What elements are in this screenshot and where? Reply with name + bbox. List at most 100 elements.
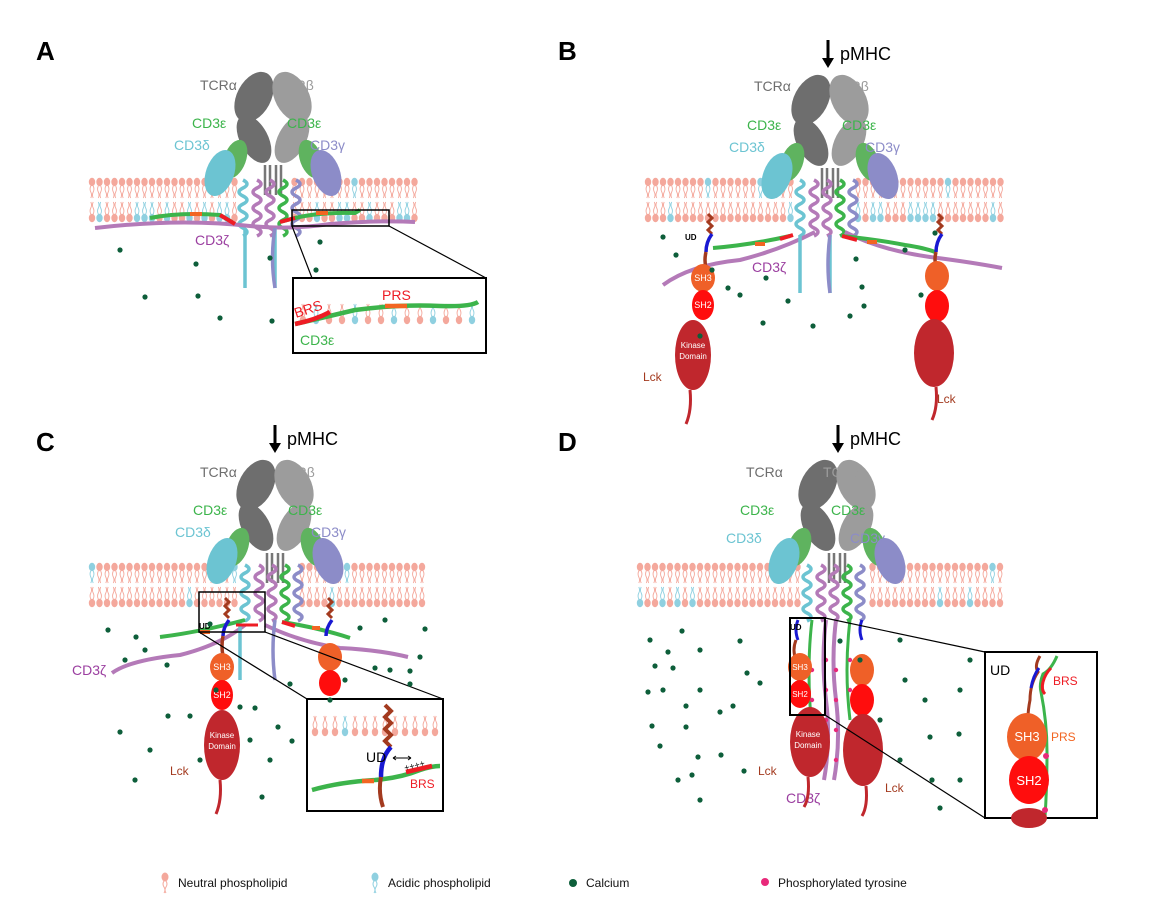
lipid xyxy=(358,177,366,199)
calcium-ion xyxy=(927,734,933,740)
lipid xyxy=(170,562,179,584)
calcium-ion xyxy=(407,681,413,687)
lipid xyxy=(659,177,667,199)
calcium-ion xyxy=(763,275,769,281)
lipid xyxy=(644,201,652,223)
label-tcr-beta: TCRβ xyxy=(832,78,869,94)
label-sh3: SH3 xyxy=(213,662,231,672)
lipid xyxy=(365,562,374,584)
lipid xyxy=(410,177,419,199)
panel-letter-c: C xyxy=(36,427,55,457)
inset-d: UD BRS SH3 PRS SH2 xyxy=(984,651,1098,828)
lipid xyxy=(936,586,944,608)
lipid xyxy=(103,562,111,584)
lipid xyxy=(208,201,216,223)
lipid xyxy=(215,201,224,223)
calcium-ion xyxy=(853,256,859,262)
calcium-ion xyxy=(695,754,701,760)
lipid xyxy=(350,586,359,608)
label-sh2: SH2 xyxy=(694,300,712,310)
lipid xyxy=(350,177,359,199)
lipid xyxy=(681,177,690,199)
lipid xyxy=(989,201,997,223)
lipid xyxy=(951,177,960,199)
lipid xyxy=(996,586,1004,608)
lipid xyxy=(88,586,96,608)
inset-label-ud: UD xyxy=(366,749,386,765)
calcium-ion xyxy=(652,663,658,669)
panel-d: pMHC TCRα TCRβ CD3ε CD3ε CD3δ CD3γ CD3ζ … xyxy=(726,425,1098,828)
panel-letter-a: A xyxy=(36,36,55,66)
label-lck-left: Lck xyxy=(643,370,663,384)
lipid xyxy=(208,586,216,608)
lipid xyxy=(996,177,1005,199)
lipid xyxy=(103,177,111,199)
label-cd3d: CD3δ xyxy=(174,137,210,153)
lipid xyxy=(305,562,314,584)
tcr-cd3-lck-figure: A B C D TCRα TCRβ CD3ε CD3ε CD3δ CD3γ CD… xyxy=(36,36,1098,828)
lipid xyxy=(170,201,179,223)
lipid xyxy=(749,177,757,199)
lipid xyxy=(148,177,156,199)
inset-a: BRS PRS CD3ε xyxy=(292,277,487,354)
lipid xyxy=(741,201,750,223)
label-cd3g: CD3γ xyxy=(850,530,885,546)
calcium-ion xyxy=(252,705,258,711)
lipid xyxy=(651,562,659,584)
calcium-ion xyxy=(741,768,747,774)
lipid xyxy=(125,201,134,223)
lipid xyxy=(305,201,314,223)
lipid xyxy=(951,201,960,223)
lipid xyxy=(711,177,720,199)
lipid xyxy=(666,586,674,608)
calcium-ion xyxy=(697,333,703,339)
lipid xyxy=(944,177,952,199)
lipid xyxy=(891,201,900,223)
lipid xyxy=(711,201,720,223)
calcium-ion xyxy=(647,637,653,643)
lipid xyxy=(868,586,877,608)
lipid xyxy=(95,562,104,584)
calcium-ion xyxy=(717,709,723,715)
lipid xyxy=(913,586,922,608)
calcium-ion xyxy=(407,668,413,674)
acidic-phospholipid-icon xyxy=(371,872,379,894)
lipid xyxy=(936,562,944,584)
inset-label-brs: BRS xyxy=(1053,674,1078,688)
lipid xyxy=(868,562,877,584)
lipid xyxy=(651,586,659,608)
calcium-ion xyxy=(670,665,676,671)
lipid xyxy=(884,201,892,223)
lipid xyxy=(996,562,1004,584)
lipid xyxy=(185,177,194,199)
label-cd3e-right: CD3ε xyxy=(842,117,876,133)
lipid xyxy=(636,586,644,608)
inset-label-prs: PRS xyxy=(382,287,411,303)
legend-label: Neutral phospholipid xyxy=(178,876,288,890)
calcium-ion xyxy=(730,703,736,709)
lipid xyxy=(110,177,119,199)
calcium-ion xyxy=(902,247,908,253)
calcium-icon xyxy=(569,879,577,887)
lipid xyxy=(718,562,727,584)
lipid xyxy=(943,586,952,608)
label-cd3z: CD3ζ xyxy=(195,232,229,248)
lipid xyxy=(148,562,156,584)
lipid xyxy=(899,177,907,199)
phosphorylated-tyrosine xyxy=(833,667,839,673)
lipid xyxy=(193,177,201,199)
lipid xyxy=(163,586,171,608)
lipid xyxy=(726,177,735,199)
calcium-ion xyxy=(737,292,743,298)
label-lck: Lck xyxy=(170,764,190,778)
lipid xyxy=(163,562,171,584)
lipid xyxy=(140,201,149,223)
cd3z-tails xyxy=(110,623,409,675)
lipid xyxy=(921,177,930,199)
calcium-ion xyxy=(957,687,963,693)
calcium-ion xyxy=(327,697,333,703)
inset-label-prs: PRS xyxy=(1051,730,1076,744)
calcium-ion xyxy=(877,717,883,723)
lipid xyxy=(921,201,930,223)
label-cd3z: CD3ζ xyxy=(786,790,820,806)
